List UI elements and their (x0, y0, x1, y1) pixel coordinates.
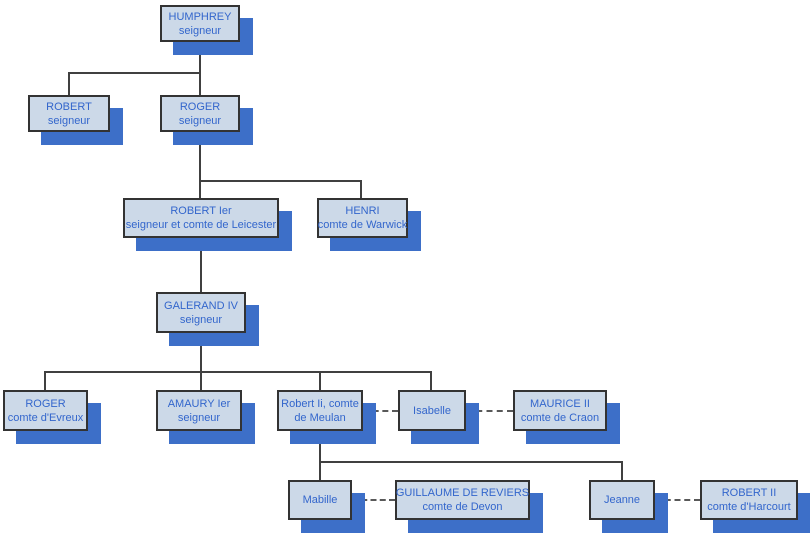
person-name: HENRI (345, 205, 380, 217)
connector-line (200, 333, 202, 390)
connector-line (319, 432, 321, 480)
connector-line (360, 180, 362, 198)
person-name: ROBERT (46, 100, 92, 113)
person-title: comte de Craon (520, 411, 600, 424)
connector-line (199, 132, 201, 198)
connector-line (68, 72, 70, 95)
marriage-dashed-line (466, 410, 513, 412)
person-title: seigneur (178, 114, 222, 127)
marriage-dashed-line (352, 499, 395, 501)
person-title: seigneur et comte de Leicester (125, 219, 277, 231)
person-name: GUILLAUME DE REVIERS (395, 487, 530, 499)
connector-line (68, 72, 201, 74)
person-name: Isabelle (413, 404, 451, 417)
person-title: seigneur (179, 313, 223, 326)
connector-line (430, 371, 432, 390)
tree-node-guillaume-reviers[interactable]: GUILLAUME DE REVIERS comte de Devon (395, 480, 530, 520)
person-title: de Meulan (294, 411, 346, 424)
person-title: seigneur (177, 411, 221, 424)
person-name: ROBERT Ier (170, 205, 232, 217)
person-name: Robert Ii, comte (281, 397, 359, 410)
person-title: comte de Devon (422, 501, 503, 513)
tree-node-isabelle[interactable]: Isabelle (398, 390, 466, 431)
marriage-dashed-line (655, 499, 700, 501)
person-name: AMAURY Ier (167, 397, 231, 410)
connector-line (44, 371, 46, 390)
person-title: seigneur (47, 114, 91, 127)
person-name: Mabille (302, 494, 338, 506)
person-name: Jeanne (603, 494, 641, 506)
person-title: comte d'Evreux (7, 411, 84, 424)
person-title: comte d'Harcourt (707, 501, 791, 513)
person-title: comte de Warwick (317, 219, 408, 231)
marriage-dashed-line (363, 410, 398, 412)
connector-line (199, 42, 201, 95)
person-name: ROGER (25, 397, 66, 410)
connector-line (200, 180, 362, 182)
person-name: MAURICE II (530, 397, 590, 410)
tree-node-robert-ii-harcourt[interactable]: ROBERT II comte d'Harcourt (700, 480, 798, 520)
tree-node-mabille[interactable]: Mabille (288, 480, 352, 520)
connector-line (621, 461, 623, 480)
person-title: seigneur (178, 24, 222, 37)
person-name: HUMPHREY (168, 10, 232, 23)
person-name: ROGER (179, 100, 221, 113)
person-name: GALERAND IV (164, 299, 238, 312)
tree-node-henri-warwick[interactable]: HENRI comte de Warwick (317, 198, 408, 238)
person-name: ROBERT II (721, 487, 777, 499)
connector-line (44, 371, 432, 373)
connector-line (319, 371, 321, 390)
connector-line (319, 461, 623, 463)
tree-node-robert-1er-leicester[interactable]: ROBERT Ier seigneur et comte de Leicester (123, 198, 279, 238)
connector-line (200, 238, 202, 292)
tree-node-jeanne[interactable]: Jeanne (589, 480, 655, 520)
